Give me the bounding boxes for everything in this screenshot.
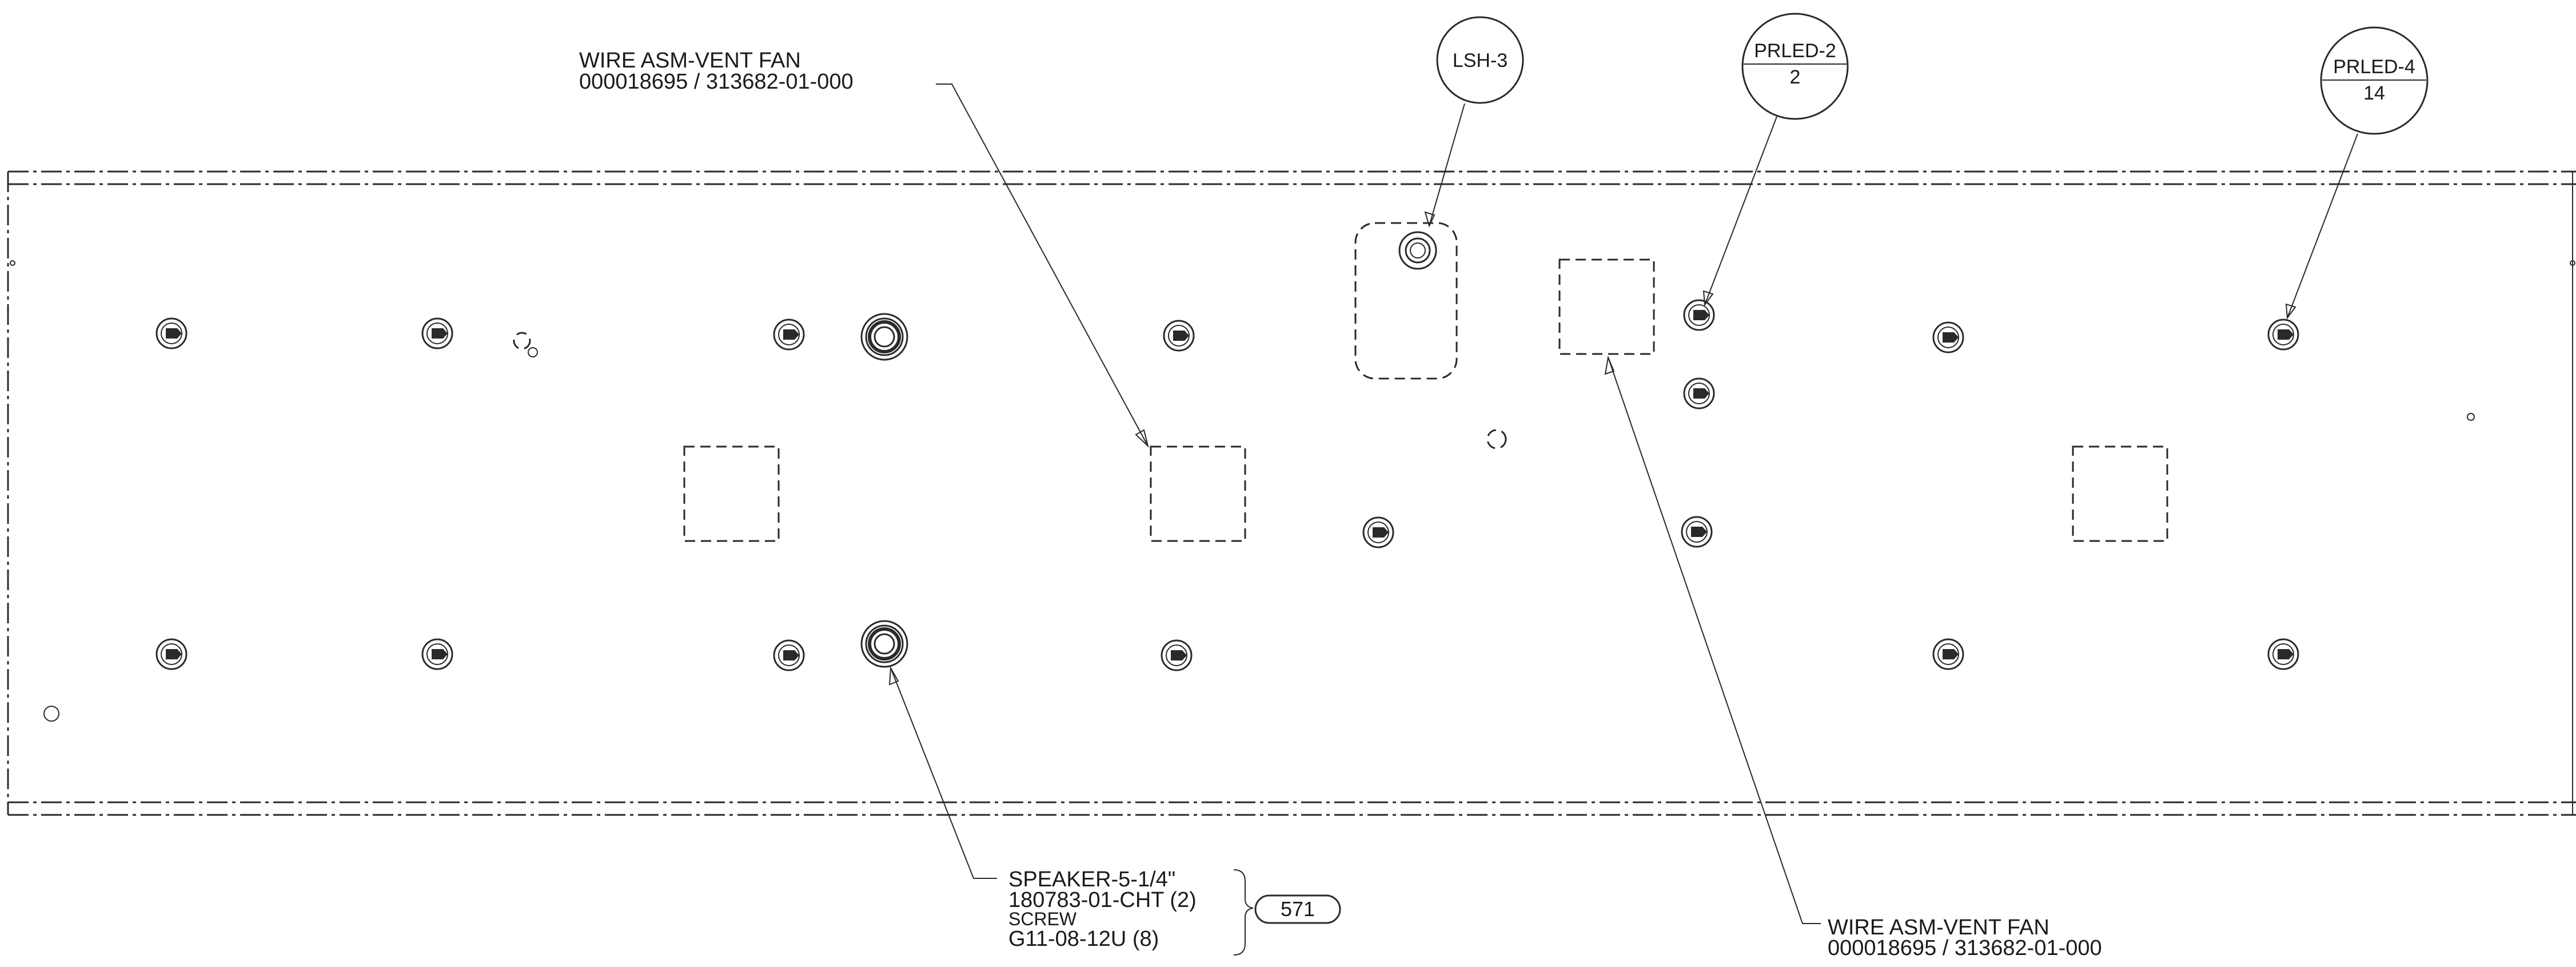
leader-lines bbox=[888, 83, 2358, 924]
item-number: 571 bbox=[1281, 897, 1315, 921]
led-fixture bbox=[1683, 377, 1715, 409]
led-fixture bbox=[421, 317, 453, 349]
balloon-prled-2-bottom: 2 bbox=[1790, 66, 1801, 88]
callout-wire-bottom: WIRE ASM-VENT FAN 000018695 / 313682-01-… bbox=[1828, 916, 2102, 960]
balloon-prled-2-top: PRLED-2 bbox=[1754, 40, 1836, 62]
led-fixture bbox=[1932, 638, 1964, 670]
led-fixture bbox=[773, 639, 805, 671]
led-fixture bbox=[155, 317, 188, 349]
speaker-bottom bbox=[860, 620, 908, 668]
balloon-lsh-label: LSH-3 bbox=[1453, 50, 1508, 71]
switch-cutout bbox=[1354, 222, 1458, 380]
speaker-top bbox=[860, 313, 908, 361]
vent-cutout bbox=[2072, 445, 2168, 542]
balloon-lsh-3: LSH-3 bbox=[1436, 16, 1524, 104]
led-fixture bbox=[1932, 321, 1964, 353]
led-fixture bbox=[1681, 516, 1713, 548]
callout-speaker-line3: SCREW bbox=[1008, 909, 1077, 929]
led-fixture bbox=[1362, 516, 1394, 548]
callout-wire-bottom-line2: 000018695 / 313682-01-000 bbox=[1828, 936, 2102, 960]
vent-cutout bbox=[1558, 258, 1655, 355]
balloon-prled-4: PRLED-4 14 bbox=[2320, 26, 2429, 135]
small-holes bbox=[10, 260, 2575, 722]
panel-outline bbox=[7, 170, 2576, 816]
led-fixture bbox=[1683, 299, 1715, 331]
led-fixture bbox=[1163, 320, 1195, 352]
balloon-prled-4-bottom: 14 bbox=[2363, 82, 2385, 104]
callout-wire-top-line1: WIRE ASM-VENT FAN bbox=[579, 49, 801, 73]
callout-speaker-line4: G11-08-12U (8) bbox=[1008, 927, 1159, 951]
switch-lsh bbox=[1398, 231, 1437, 270]
led-fixture bbox=[155, 638, 188, 670]
callout-wire-top: WIRE ASM-VENT FAN 000018695 / 313682-01-… bbox=[579, 49, 854, 94]
led-fixtures bbox=[155, 299, 2299, 671]
callout-speaker: SPEAKER-5-1/4" 180783-01-CHT (2) SCREW G… bbox=[1008, 867, 1341, 956]
callout-wire-top-line2: 000018695 / 313682-01-000 bbox=[579, 70, 854, 94]
led-fixture bbox=[1161, 639, 1193, 671]
balloon-prled-4-top: PRLED-4 bbox=[2333, 56, 2415, 78]
vent-cutouts bbox=[683, 258, 2168, 542]
vent-cutout bbox=[683, 445, 780, 542]
led-fixture bbox=[2267, 319, 2299, 351]
balloon-prled-2: PRLED-2 2 bbox=[1741, 13, 1849, 120]
led-fixture bbox=[773, 319, 805, 351]
callout-speaker-line1: SPEAKER-5-1/4" bbox=[1008, 867, 1175, 892]
led-fixture bbox=[2267, 638, 2299, 670]
callout-wire-bottom-line1: WIRE ASM-VENT FAN bbox=[1828, 916, 2049, 940]
led-fixture bbox=[421, 638, 453, 670]
vent-cutout bbox=[1150, 445, 1246, 542]
callout-speaker-line2: 180783-01-CHT (2) bbox=[1008, 888, 1197, 912]
item-number-tag bbox=[1254, 894, 1341, 924]
